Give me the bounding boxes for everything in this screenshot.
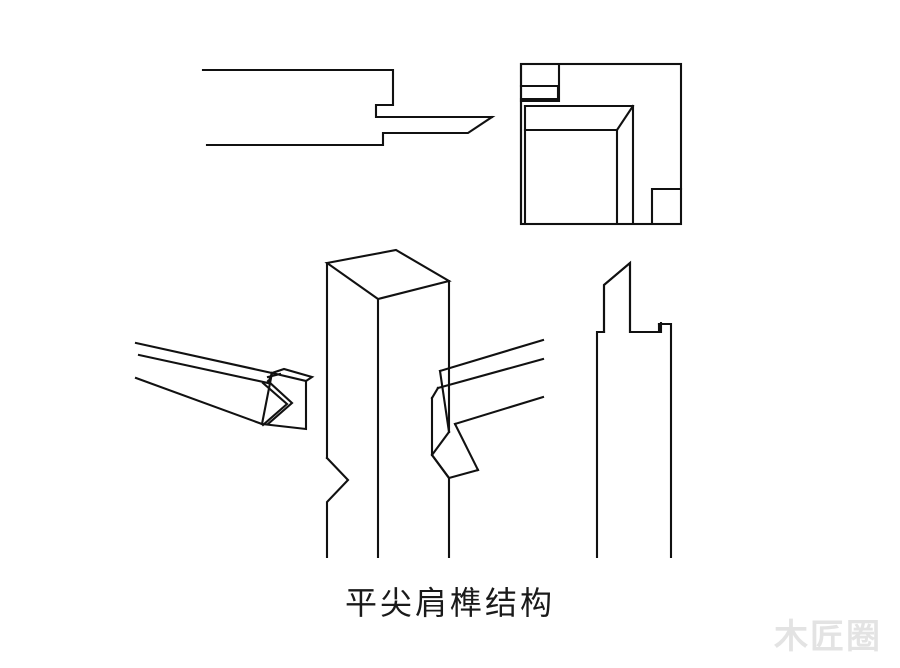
figure-tenon-end-profile xyxy=(595,260,673,559)
figure-isometric-assembly xyxy=(134,248,545,559)
watermark-logo: 木匠圈 xyxy=(774,617,882,657)
page-title: 平尖肩榫结构 xyxy=(344,584,555,622)
figure-tenon-side-profile xyxy=(201,68,496,147)
center-post xyxy=(324,248,452,559)
right-rail xyxy=(430,338,545,480)
figure-mortise-end-section xyxy=(519,62,683,226)
left-rail xyxy=(134,341,315,431)
